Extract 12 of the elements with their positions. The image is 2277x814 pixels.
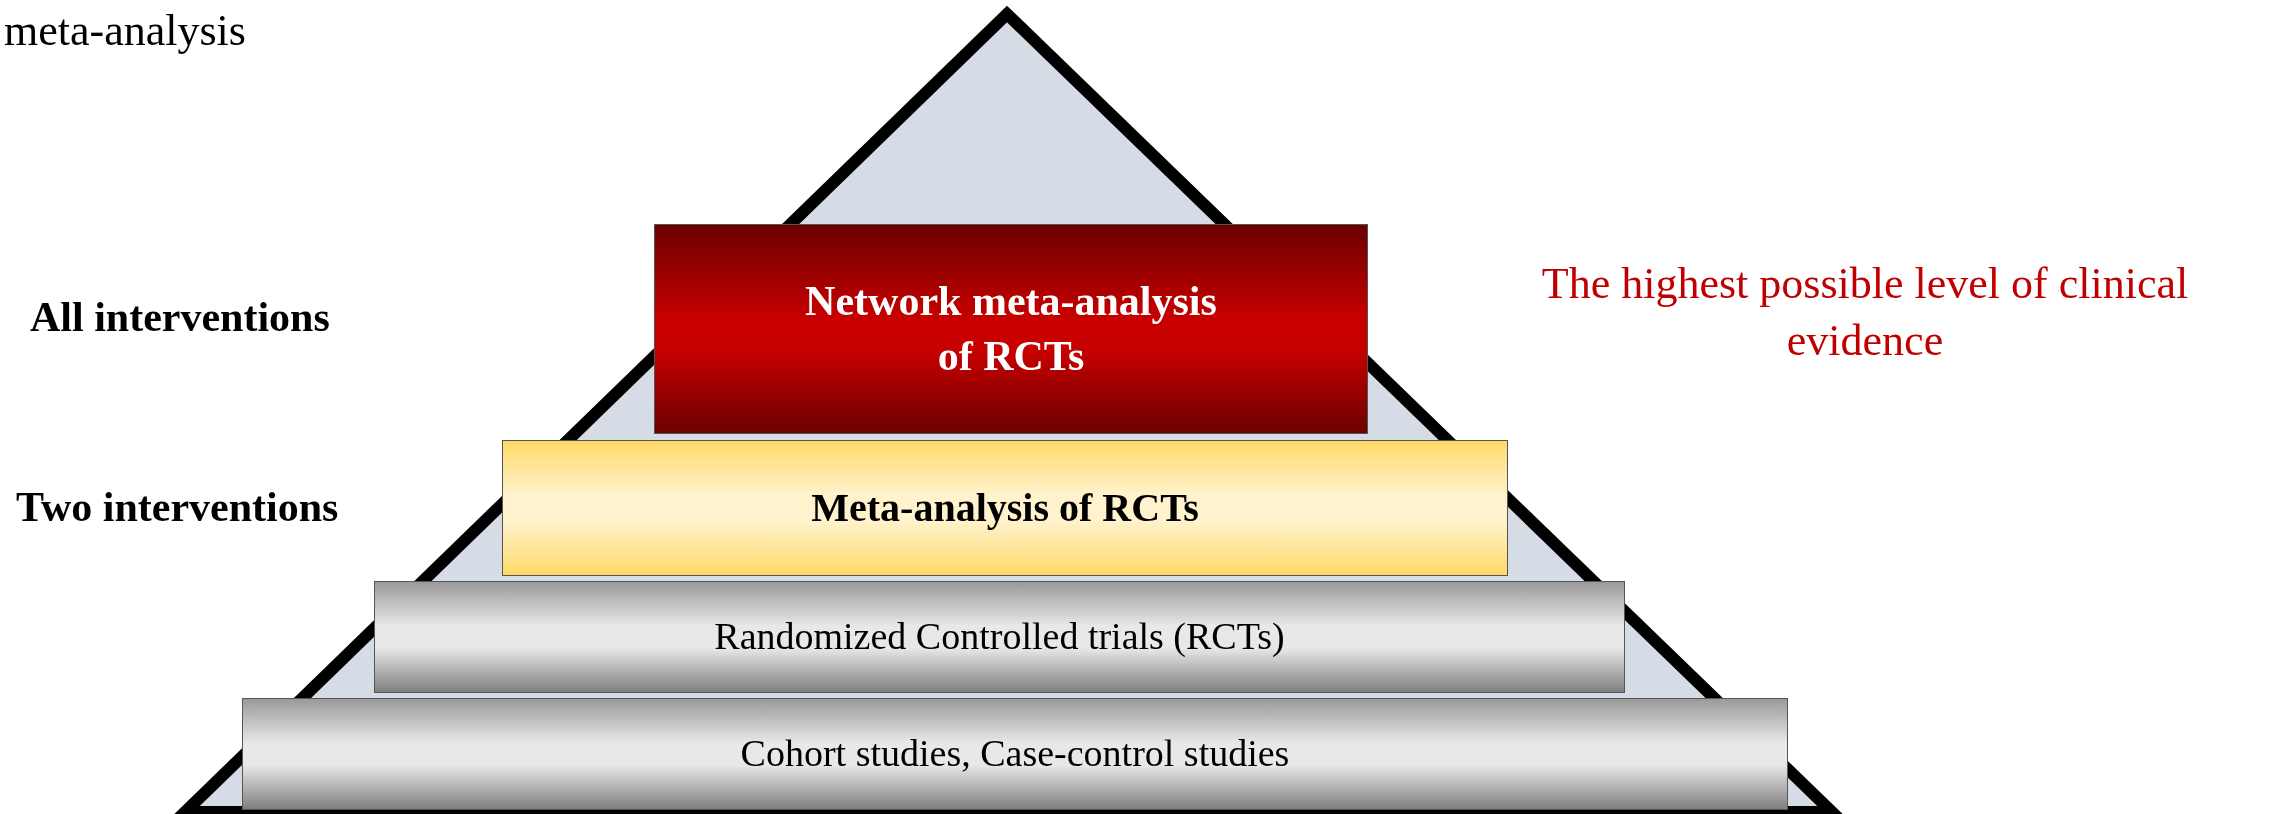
base-tier-bar — [242, 698, 1788, 810]
evidence-note: The highest possible level of clinical evidence — [1540, 258, 2190, 368]
tier-label: Meta-analysis of RCTs — [811, 484, 1199, 532]
tier-label: Network meta-analysis of RCTs — [805, 277, 1217, 381]
tier-label: Cohort studies, Case-control studies — [740, 731, 1290, 777]
tier-bar — [374, 581, 1625, 693]
level-label: All interventions — [30, 293, 331, 342]
top-tier-bar — [654, 224, 1368, 434]
heading-text: meta-analysis — [4, 5, 247, 57]
tier-label: Randomized Controlled trials (RCTs) — [714, 614, 1285, 660]
level-label: Two interventions — [16, 483, 340, 532]
tier-bar — [502, 440, 1508, 576]
